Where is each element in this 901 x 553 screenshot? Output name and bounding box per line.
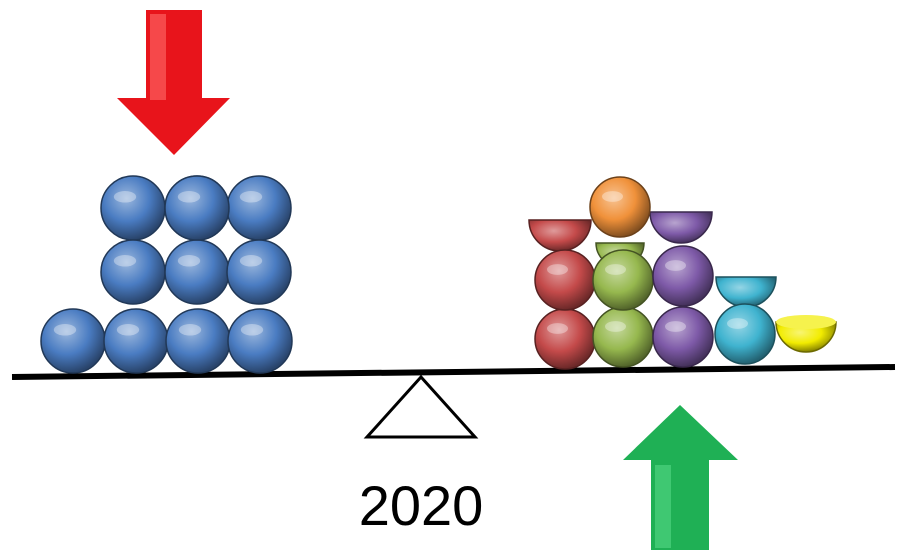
teal-ball [714, 303, 776, 365]
red-ball-highlight [547, 264, 568, 275]
purple-ball-highlight [665, 260, 686, 271]
blue-ball [226, 239, 292, 305]
blue-ball-highlight [239, 255, 263, 267]
teal-ball-highlight [727, 318, 748, 329]
red-ball-highlight [547, 323, 568, 334]
year-label: 2020 [359, 474, 484, 537]
blue-ball [164, 239, 230, 305]
blue-ball [226, 175, 292, 241]
yellow-ball-top [776, 315, 836, 329]
blue-ball [100, 239, 166, 305]
orange-ball-highlight [602, 191, 623, 202]
arrow-up-icon [623, 405, 738, 550]
purple-ball [652, 306, 714, 368]
blue-ball-highlight [177, 191, 201, 203]
blue-ball [164, 175, 230, 241]
orange-ball [589, 176, 651, 238]
blue-ball [100, 175, 166, 241]
blue-ball-highlight [239, 191, 263, 203]
blue-ball-highlight [240, 324, 264, 336]
balance-beam [11, 364, 896, 380]
teal-half-ball [715, 276, 777, 308]
blue-ball [227, 308, 293, 374]
blue-ball-highlight [113, 255, 137, 267]
blue-ball-highlight [177, 255, 201, 267]
olive-ball [592, 249, 654, 311]
red-ball [534, 249, 596, 311]
purple-half-ball [649, 211, 713, 244]
olive-ball-highlight [605, 264, 626, 275]
ball-stacks [40, 175, 837, 374]
olive-ball-highlight [605, 321, 626, 332]
fulcrum-triangle-icon [363, 374, 479, 439]
blue-ball [40, 308, 106, 374]
blue-ball-highlight [178, 324, 202, 336]
blue-ball-highlight [113, 191, 137, 203]
blue-ball-highlight [116, 324, 140, 336]
red-ball [534, 308, 596, 370]
purple-ball-highlight [665, 321, 686, 332]
blue-ball [165, 308, 231, 374]
olive-ball [592, 306, 654, 368]
yellow-ball [775, 321, 837, 353]
blue-ball-highlight [53, 324, 77, 336]
arrow-down-icon [117, 10, 230, 155]
red-half-ball [528, 219, 592, 252]
blue-ball [103, 308, 169, 374]
purple-ball [652, 245, 714, 307]
